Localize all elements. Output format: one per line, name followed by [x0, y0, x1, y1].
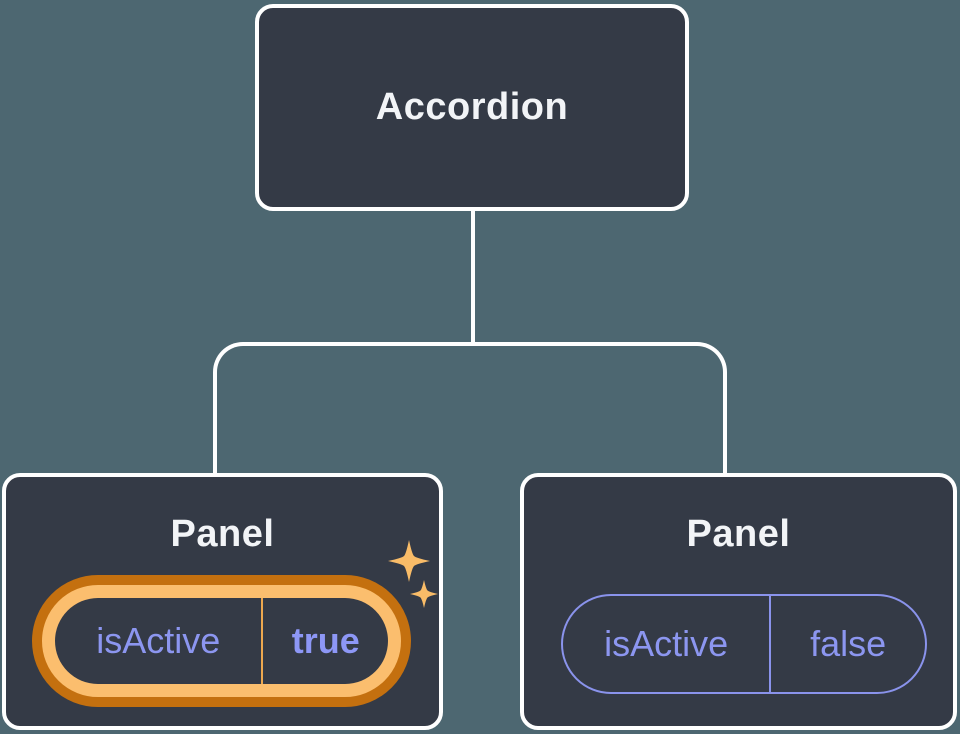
sparkles-icon [388, 540, 438, 608]
connector-stem-line [471, 209, 475, 346]
prop-value-label: true [291, 620, 360, 661]
connector-branch-line [213, 342, 727, 473]
prop-pill-divider [261, 598, 264, 684]
panel-node-active: Panel isActive true [2, 473, 443, 730]
prop-pill-active: isActive true [32, 575, 411, 707]
prop-pill-divider [769, 596, 772, 692]
prop-name-label: isActive [96, 620, 221, 661]
panel-node-inactive-label: Panel [686, 513, 791, 555]
accordion-node-label: Accordion [375, 86, 569, 128]
accordion-node: Accordion [255, 4, 689, 211]
panel-node-inactive: Panel isActive false [520, 473, 957, 730]
prop-pill-inactive: isActive false [561, 594, 927, 694]
prop-name-label: isActive [604, 623, 729, 664]
panel-node-active-label: Panel [170, 513, 275, 555]
prop-pill-active-inner: isActive true [55, 598, 388, 684]
prop-value-label: false [810, 623, 887, 664]
